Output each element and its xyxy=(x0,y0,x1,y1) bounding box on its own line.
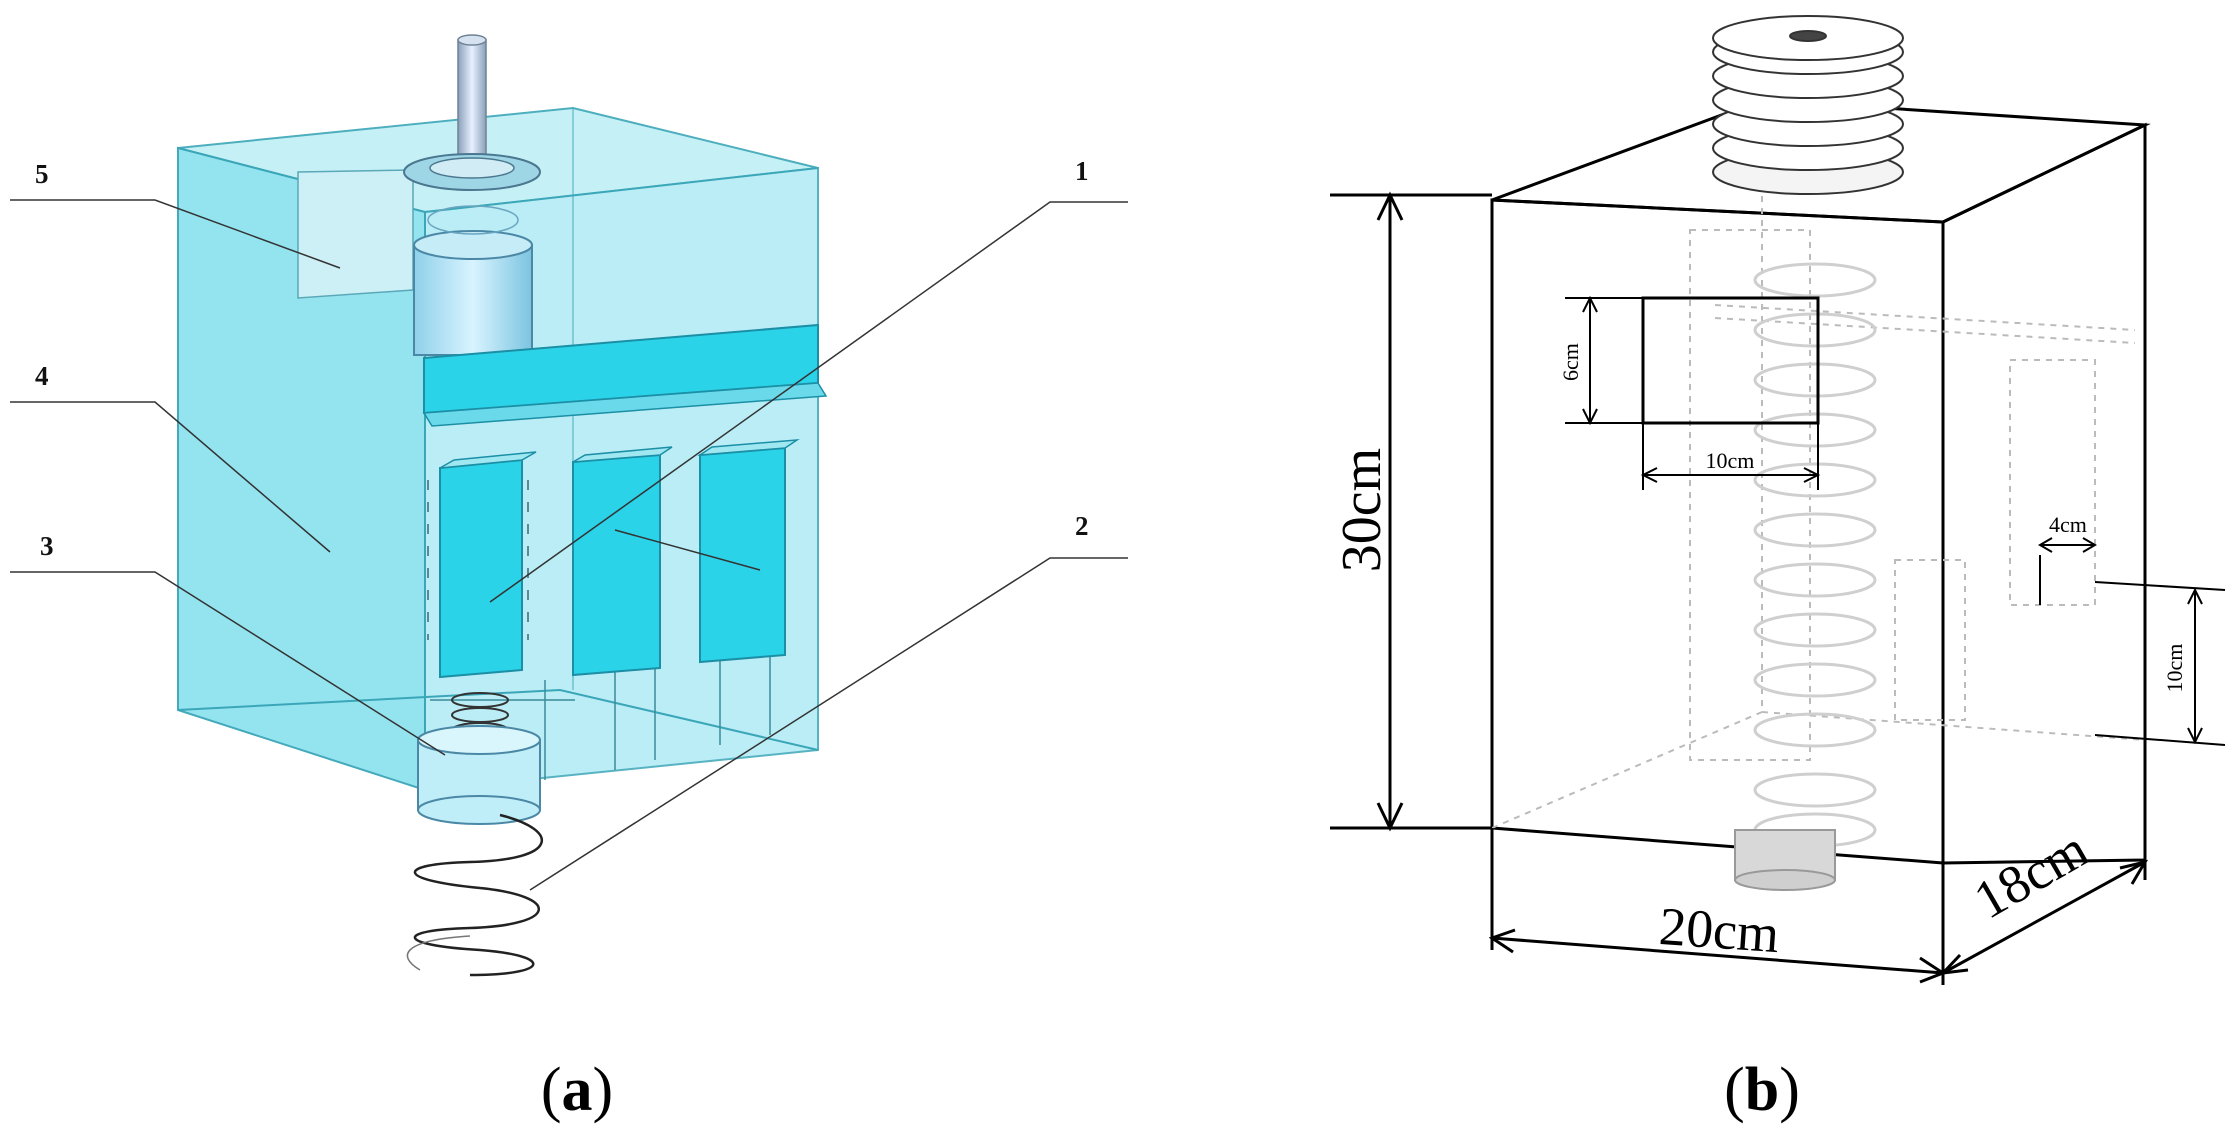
dimension-window-height xyxy=(1565,295,1643,426)
callout-4: 4 xyxy=(35,361,49,391)
window-opening xyxy=(1641,296,1820,425)
insulator-stack xyxy=(1712,15,1904,195)
horizontal-plate xyxy=(422,323,828,427)
spring-outer xyxy=(406,813,543,977)
callout-5: 5 xyxy=(35,159,49,189)
support-columns xyxy=(430,650,771,780)
caption-b: (b) xyxy=(1724,1056,1800,1124)
callout-1: 1 xyxy=(1075,156,1089,186)
panel-a: 5 4 3 1 2 (a) xyxy=(10,34,1128,1124)
rod xyxy=(403,34,541,191)
hanging-plates xyxy=(427,439,800,679)
panel-b: 30cm 20cm 18cm 6cm xyxy=(1330,15,2226,1124)
label-4cm: 4cm xyxy=(2049,512,2087,537)
bottom-cylinder-b xyxy=(1734,829,1836,891)
solar-panel xyxy=(297,169,414,299)
label-20cm: 20cm xyxy=(1657,896,1781,964)
callout-3: 3 xyxy=(40,531,54,561)
leader-lines xyxy=(10,199,1128,891)
dimension-slot-width xyxy=(2038,537,2097,605)
dimension-depth xyxy=(1939,859,2149,975)
spring-hidden xyxy=(1753,262,1877,848)
label-6cm: 6cm xyxy=(1558,343,1583,381)
label-30cm: 30cm xyxy=(1331,448,1393,572)
dimension-height xyxy=(1330,191,1492,832)
label-10cm-window: 10cm xyxy=(1706,448,1755,473)
generator-cylinder xyxy=(413,205,533,356)
callout-2: 2 xyxy=(1075,511,1089,541)
caption-a: (a) xyxy=(541,1056,613,1124)
label-10cm-slot: 10cm xyxy=(2162,644,2187,693)
dimension-window-width xyxy=(1640,423,1821,490)
label-18cm: 18cm xyxy=(1964,818,2098,930)
dimension-width xyxy=(1488,828,1947,985)
dimension-slot-height xyxy=(2094,581,2226,746)
bottom-cylinder xyxy=(417,725,541,825)
